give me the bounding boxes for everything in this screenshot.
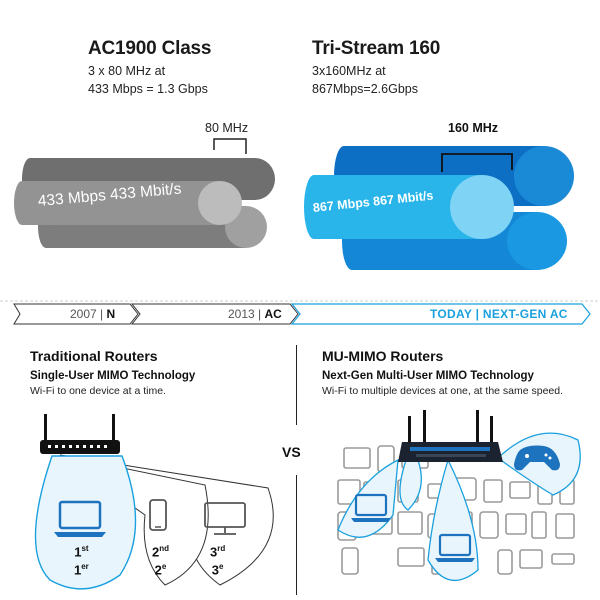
traditional-desc: Wi-Fi to one device at a time.: [30, 385, 166, 397]
device-tower-3: [555, 513, 575, 539]
mumimo-diagram: [337, 410, 581, 582]
beam-left: [337, 458, 399, 538]
device-monitor-4: [519, 549, 543, 569]
timeline-n-year: 2007: [70, 307, 97, 321]
device-tower-2: [531, 511, 547, 539]
tristream-band-label: 160 MHz: [448, 121, 499, 135]
section-divider-top: [296, 345, 297, 425]
device-phone-4: [341, 547, 359, 575]
mumimo-title: MU-MIMO Routers: [322, 348, 444, 364]
device-phone-5: [497, 549, 513, 575]
gray-pipe-front: [14, 181, 242, 225]
ac1900-spec-line2: 433 Mbps = 1.3 Gbps: [88, 82, 208, 96]
ac1900-band-label: 80 MHz: [205, 121, 249, 135]
gamepad-icon: [514, 445, 560, 471]
traditional-diagram: [34, 414, 274, 590]
phone-icon: [149, 499, 167, 531]
timeline-n-code: N: [106, 307, 116, 321]
device-settop-1: [551, 553, 575, 565]
timeline-today: TODAY | NEXT-GEN AC: [430, 307, 568, 321]
mumimo-router-icon: [398, 410, 503, 462]
ac1900-title: AC1900 Class: [88, 38, 212, 59]
vs-label: VS: [282, 444, 301, 460]
tristream-title: Tri-Stream 160: [312, 38, 441, 59]
device-tablet-2: [397, 511, 423, 535]
mumimo-laptop-bottom-icon: [435, 533, 475, 562]
traditional-title: Traditional Routers: [30, 348, 158, 364]
device-printer-1: [483, 479, 503, 503]
beam-right: [496, 432, 581, 496]
traditional-router-icon: [40, 414, 120, 454]
timeline-n: 2007 | N: [70, 307, 116, 321]
rank-second: 2nd 2e: [152, 544, 170, 578]
ac1900-band-bracket: [213, 138, 247, 154]
device-laptop-2: [397, 547, 425, 567]
device-speaker-3: [505, 513, 527, 535]
blue-pipe-front: [304, 175, 514, 239]
tristream-band-bracket: [441, 153, 513, 172]
monitor-icon: [204, 502, 246, 535]
timeline-track: [0, 300, 600, 325]
timeline-ac-code: AC: [264, 307, 282, 321]
ac1900-spec-line1: 3 x 80 MHz at: [88, 64, 166, 78]
timeline-ac: 2013 | AC: [228, 307, 282, 321]
device-console-1: [509, 481, 531, 499]
rank-third: 3rd 3e: [210, 544, 226, 578]
beam-mid: [399, 459, 422, 511]
mumimo-laptop-icon: [351, 493, 391, 522]
section-divider-bottom: [296, 475, 297, 595]
tristream-pipes: [304, 146, 574, 270]
mumimo-subtitle: Next-Gen Multi-User MIMO Technology: [322, 370, 534, 382]
tristream-spec-line2: 867Mbps=2.6Gbps: [312, 82, 418, 96]
laptop-icon: [54, 500, 106, 537]
tristream-spec-line1: 3x160MHz at: [312, 64, 386, 78]
rank-first: 1st 1er: [74, 544, 89, 578]
mumimo-desc: Wi-Fi to multiple devices at one, at the…: [322, 385, 564, 397]
device-monitor-1: [343, 447, 371, 469]
timeline-ac-year: 2013: [228, 307, 255, 321]
device-tablet-3: [479, 511, 499, 539]
ac1900-pipes: [14, 138, 275, 248]
traditional-subtitle: Single-User MIMO Technology: [30, 370, 196, 382]
